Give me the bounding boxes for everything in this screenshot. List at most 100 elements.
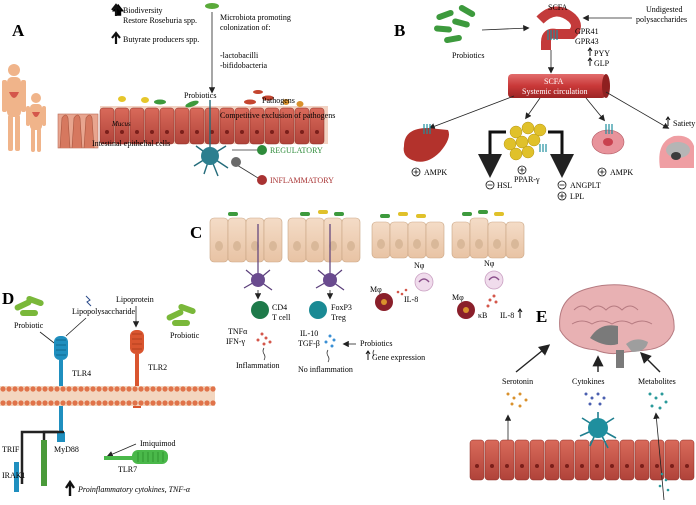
gpr41-label: GPR41 — [575, 27, 599, 36]
up-arrow-icon — [665, 116, 671, 126]
undigested-label-1: Undigested — [646, 5, 682, 14]
hsl-inhibit-arrow — [478, 130, 506, 178]
lipid-head — [96, 386, 102, 392]
minus-icon — [485, 180, 495, 190]
lipid-head — [114, 400, 120, 406]
undigested-label-2: polysaccharides — [636, 15, 687, 24]
lipid-head — [162, 386, 168, 392]
lipid-head — [120, 400, 126, 406]
lipid-head — [180, 400, 186, 406]
lipid-head — [60, 400, 66, 406]
to-brain-arrow — [605, 91, 670, 129]
cytokines-label: Cytokines — [572, 377, 604, 386]
probiotics-to-scfa-arrow — [481, 25, 530, 32]
lipid-head — [138, 400, 144, 406]
treg-label: Treg — [331, 313, 346, 322]
lipid-head — [54, 386, 60, 392]
lipid-head — [120, 386, 126, 392]
lipid-head — [18, 386, 24, 392]
imiquimod-arrow — [106, 443, 137, 458]
e-epithelium — [469, 439, 695, 481]
lipid-head — [54, 400, 60, 406]
lipid-head — [0, 400, 6, 406]
lipid-head — [144, 400, 150, 406]
lipid-head — [162, 400, 168, 406]
lipid-head — [0, 386, 6, 392]
lipid-head — [114, 386, 120, 392]
neu2-label: Nφ — [484, 259, 495, 268]
lipid-head — [198, 400, 204, 406]
cytokines-d-label: Proinflammatory cytokines, TNF-α — [77, 485, 191, 494]
lipid-head — [90, 386, 96, 392]
nuclei — [215, 239, 519, 251]
gpr43-label: GPR43 — [575, 37, 599, 46]
lipid-head — [96, 400, 102, 406]
lipid-head — [126, 386, 132, 392]
inflammation-label: Inflammation — [236, 361, 280, 370]
adult-figure — [2, 64, 26, 151]
lipid-head — [204, 386, 210, 392]
lipid-head — [186, 400, 192, 406]
plus-icon — [597, 167, 607, 177]
il8-2-label: IL-8 — [500, 311, 514, 320]
lps-to-tlr4-line — [65, 317, 87, 337]
imiquimod-label: Imiquimod — [140, 439, 176, 448]
lipid-head — [66, 400, 72, 406]
to-muscle-arrow — [585, 97, 606, 122]
receptor-icon — [539, 144, 547, 152]
lipid-head — [180, 386, 186, 392]
scfa-top-label: SCFA — [548, 3, 568, 12]
squiggle-arrow — [326, 349, 330, 363]
inflammatory-cell — [257, 175, 267, 185]
plus-icon — [411, 167, 421, 177]
epithelial-label: Intestinal epithelial cells — [92, 139, 170, 148]
pathogens-label: Pathogens — [262, 96, 295, 105]
serotonin-to-brain-arrow — [515, 344, 551, 373]
treg-cell — [309, 301, 327, 319]
panel-c-letter: C — [190, 223, 202, 242]
lipid-head — [24, 386, 30, 392]
c-dendritic-cell-1 — [243, 224, 273, 291]
lipid-head — [90, 400, 96, 406]
lipid-head — [108, 386, 114, 392]
up-arrow-icon — [111, 31, 121, 44]
angplt-label: ANGPLT — [570, 181, 601, 190]
gene-expression-label: Gene expression — [372, 353, 425, 362]
cytokine-dots — [396, 288, 408, 296]
glp-label: GLP — [594, 59, 610, 68]
d-probiotic-1-icon — [14, 295, 44, 316]
irak1-label: IRAK1 — [2, 471, 26, 480]
lipid-head — [18, 400, 24, 406]
up-arrow-icon — [65, 479, 75, 496]
cd4-tcell — [251, 301, 269, 319]
myd88-bar — [41, 440, 47, 486]
metabolite-up-arrow — [653, 412, 665, 501]
trif-pathway — [20, 430, 58, 484]
irak1-bar — [14, 462, 19, 492]
receptor-icon — [605, 124, 613, 134]
competitive-exclusion-label: Competitive exclusion of pathogens — [220, 111, 335, 120]
lipid-head — [36, 400, 42, 406]
serotonin-label: Serotonin — [502, 377, 533, 386]
probiotic-bacteria-icon — [434, 5, 476, 44]
intestinal-epithelium — [99, 3, 328, 145]
metabolites-label: Metabolites — [638, 377, 676, 386]
panel-c: C — [190, 210, 525, 374]
ampk2-label: AMPK — [610, 168, 633, 177]
tlr7-receptor — [104, 450, 168, 464]
lipid-head — [150, 386, 156, 392]
lipid-head — [168, 400, 174, 406]
trif-label: TRIF — [2, 445, 20, 454]
lipid-head — [192, 400, 198, 406]
lipid-head — [210, 386, 216, 392]
metabolites-to-brain-arrow — [640, 352, 661, 373]
probiotics-label: Probiotics — [184, 91, 216, 100]
lipid-head — [84, 386, 90, 392]
microbiota-text-2: colonization of: — [220, 23, 270, 32]
neu1-label: Nφ — [414, 261, 425, 270]
lps-icon — [85, 295, 92, 307]
neutrophil-1 — [414, 272, 434, 292]
lipid-head — [42, 400, 48, 406]
intestine-loop — [536, 6, 581, 50]
ifn-label: IFN-γ — [226, 337, 246, 346]
